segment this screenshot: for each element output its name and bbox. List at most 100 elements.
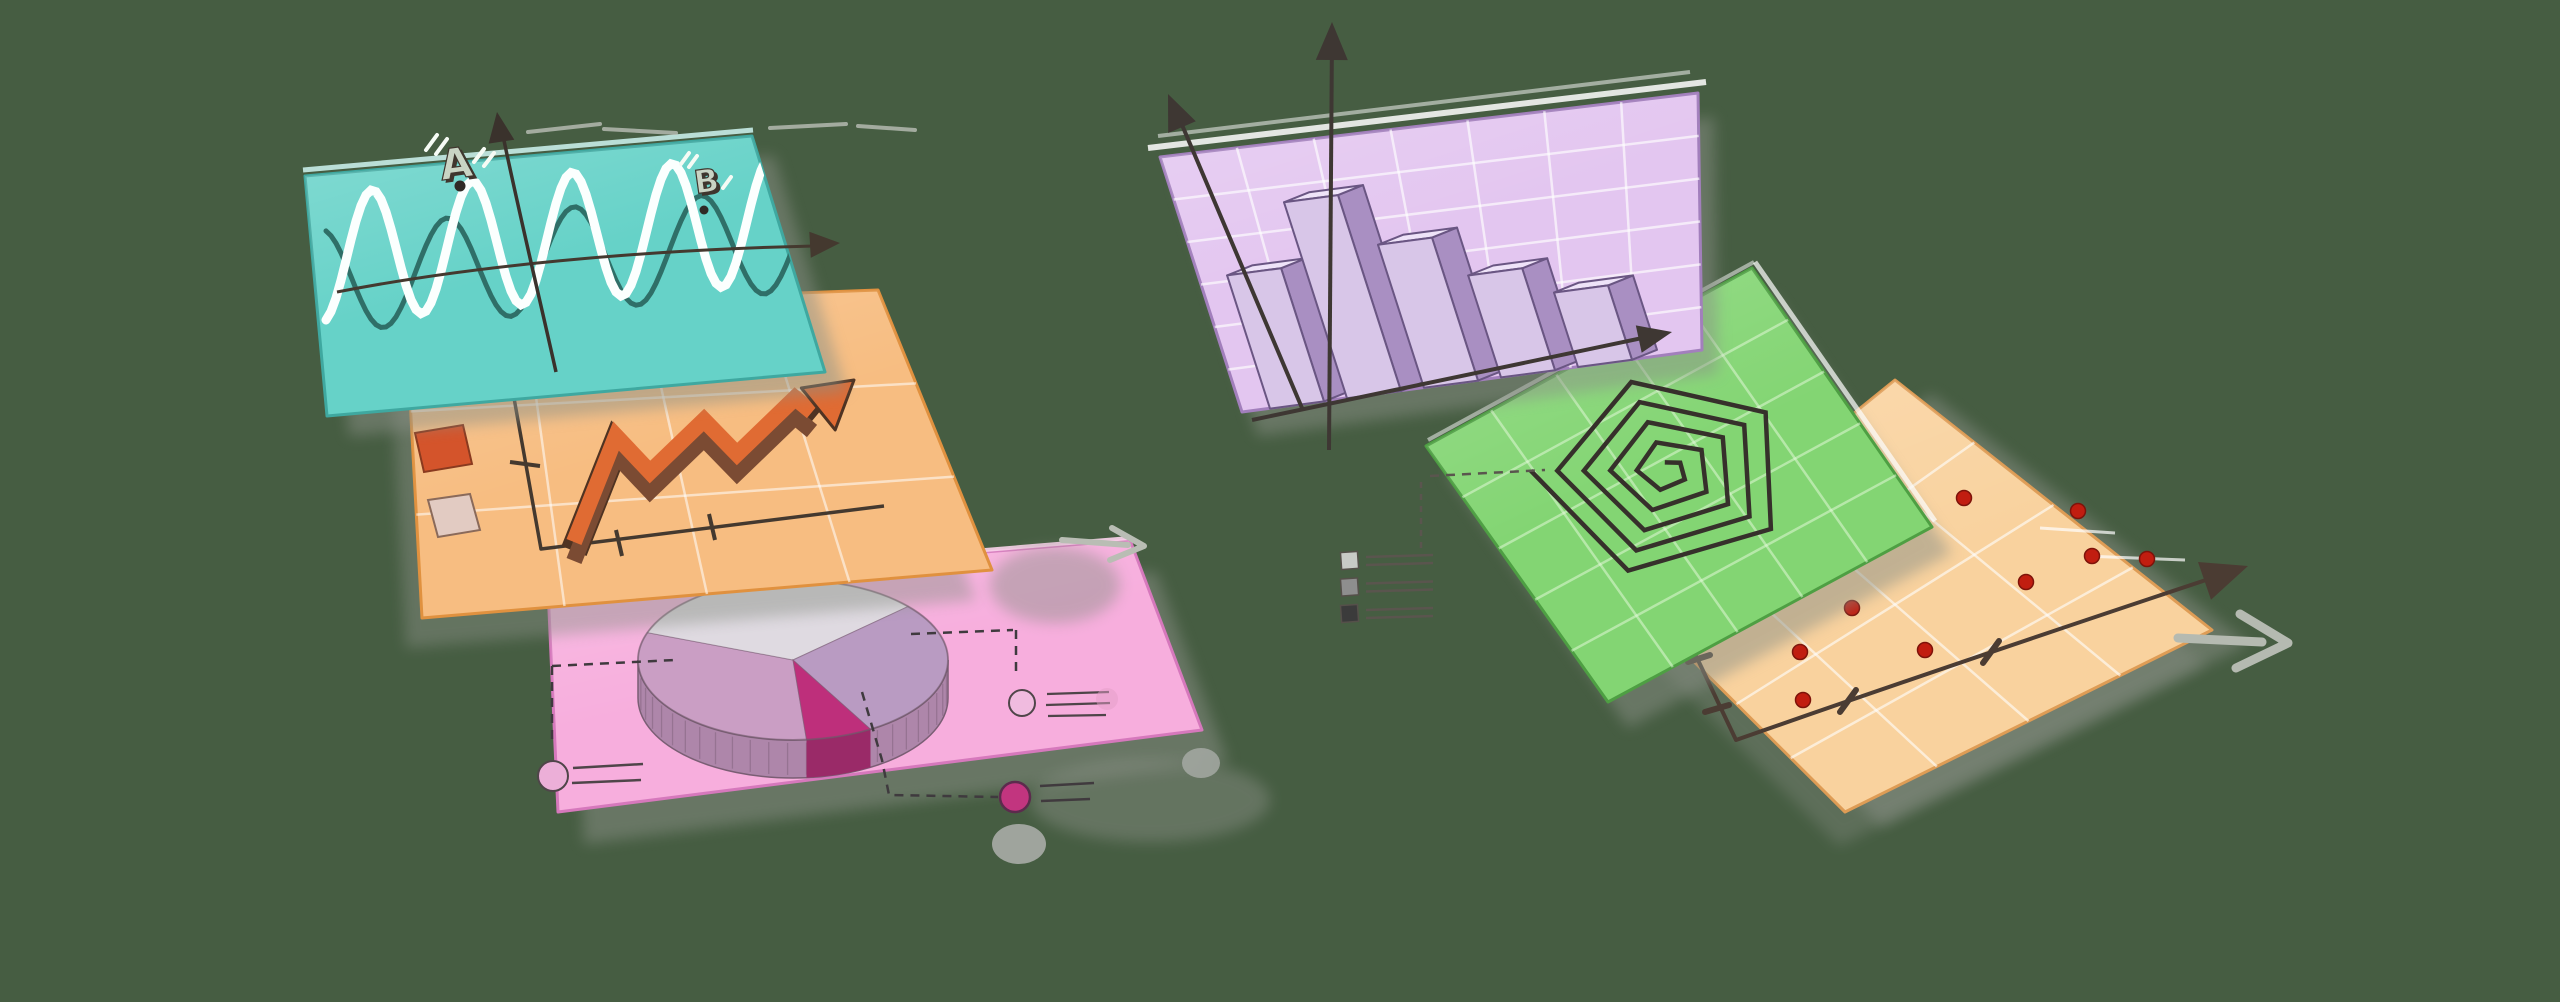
pencil-stroke [768,122,848,130]
axis-line [1251,334,1653,422]
scatter-point [1791,643,1809,661]
callout-line [1039,781,1095,788]
callout-dot-magenta [998,780,1032,814]
scatter-points [1791,489,2156,709]
callout-dash [910,628,1014,636]
callout-dash [860,691,999,799]
axis-line [512,397,885,551]
point-label: B [692,161,721,202]
gray-arrow-shaft [2173,633,2267,647]
axis-tick [614,529,624,557]
gray-arrow-shaft [1059,537,1131,548]
quote-mark-stroke [434,137,449,156]
legend-line [1365,561,1434,567]
quote-mark-stroke [687,154,699,169]
pink-dot-faint [1096,688,1118,710]
gray-dot [1182,748,1220,778]
gray-arrow-mid [1059,525,1147,563]
grid-line [416,475,955,516]
label-shadow: B [695,163,724,204]
shadow-blob [1030,758,1270,842]
x-axis-arrow-icon [1635,325,1672,353]
callout-line [1040,797,1091,803]
point-marker-a [454,180,466,192]
pencil-stroke [526,122,602,134]
panel-bars [1147,22,1707,451]
wave-white [321,149,821,325]
axis-line [1676,570,2231,742]
pie-callouts [537,628,1220,864]
quote-mark-stroke [721,175,733,190]
callout-line [1047,713,1107,718]
gray-arrow-icon [1107,525,1147,563]
panel-highlight-edge [1157,70,1691,138]
callout-dash [551,658,676,668]
axis-line [336,244,815,294]
pencil-stroke [602,127,678,135]
quote-mark-stroke [424,133,439,152]
callout-circle-left [537,760,569,792]
trend-arrow [561,378,856,564]
pie-skirt-magenta [806,729,871,778]
bar-front [1553,284,1633,368]
y-axis-arrow-icon [1168,94,1196,133]
legend-line [1365,553,1434,559]
scatter-point [1916,641,1934,659]
axis-tick [1980,638,2002,666]
quote-mark-stroke [472,147,486,164]
grid-extension [2084,554,2186,562]
legend-line [1365,606,1434,612]
panel-highlight-edge [1147,79,1707,151]
grid-line [1571,474,1897,652]
grid-line [1461,318,1789,499]
scatter-point [1955,489,1973,507]
scatter-axis-arrow-icon [2198,562,2248,600]
legend-swatch-red [413,423,474,474]
pencil-strokes [526,122,917,135]
legend-line [1365,580,1434,585]
axis-tick [707,513,717,541]
scatter-point [2069,502,2087,520]
shadow-blob [990,547,1120,623]
legend-swatch-series-dark [1339,603,1360,624]
axis-tick [1837,687,1859,715]
x-axis-arrow-icon [809,231,840,258]
scatter-point [2017,573,2035,591]
grid-line [1498,370,1825,550]
gray-dot [992,824,1046,864]
vertical-arrow-icon [1315,22,1348,61]
grid-line [1173,134,1699,201]
legend-swatch-beige [426,492,482,539]
legend-swatch-series-light [1339,550,1360,571]
up-arrow-shaft [499,125,558,373]
legend-line [1365,614,1434,620]
panel-contour-sheen [1426,268,1932,702]
grid-line [1490,409,1674,668]
axis-tick [509,460,541,468]
bars-axes [1168,22,1672,451]
gray-arrow-right [2173,609,2293,673]
panel-highlight-edge [302,127,754,173]
grid-extension [2039,526,2116,535]
panel-highlight-edge [1752,260,1938,523]
contour-spiral [1529,379,1774,574]
gray-arrow-icon [2231,609,2293,673]
quote-mark-stroke [482,151,496,168]
trend-arrow-top [566,387,818,545]
callout-circle-right [1008,689,1036,717]
up-arrow-icon [488,112,515,144]
legend-connector-horizontal [1429,468,1546,478]
mini-legend [1339,468,1546,624]
legend-line [1365,588,1434,593]
axis-tick [1702,702,1732,715]
spiral-line [1529,379,1774,574]
pencil-stroke [856,124,917,132]
bar-front [1226,267,1325,410]
scatter-point [2083,547,2101,565]
vertical-arrow-line [1327,33,1334,451]
trend-axes [509,397,885,557]
